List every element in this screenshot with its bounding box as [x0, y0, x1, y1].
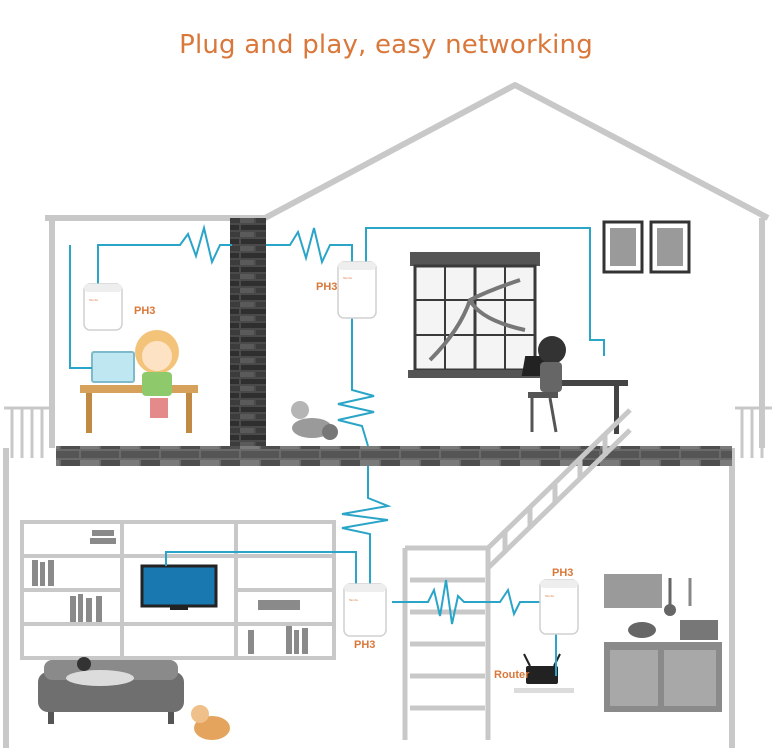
ph3-adapter-upper-left: Tenda — [83, 283, 123, 331]
svg-text:Tenda: Tenda — [544, 594, 554, 598]
staircase — [402, 408, 632, 740]
tv-illustration — [140, 564, 218, 610]
powerline-cables — [69, 224, 605, 676]
house-outline — [3, 82, 770, 748]
corgi-illustration — [191, 705, 230, 740]
cable-upper-right — [365, 227, 605, 356]
cable-upper-middle — [266, 227, 353, 266]
ph3-adapter-lower-right: Tenda — [539, 579, 579, 635]
woman-at-desk-illustration — [521, 336, 628, 434]
label-ph3-upper-left: PH3 — [134, 305, 155, 317]
brick-column — [230, 218, 266, 448]
ph3-adapter-lower-left: Tenda — [343, 583, 387, 637]
cable-girl-monitor — [69, 245, 92, 369]
kitchen-illustration — [604, 574, 722, 712]
label-router: Router — [494, 669, 530, 681]
picture-frames — [602, 220, 691, 274]
label-ph3-lower-left: PH3 — [354, 639, 375, 651]
svg-text:Tenda: Tenda — [88, 298, 98, 302]
balcony-left — [4, 406, 52, 458]
ph3-adapter-upper-middle: Tenda — [337, 261, 377, 319]
dog-illustration — [291, 401, 338, 440]
page-title: Plug and play, easy networking — [179, 30, 593, 60]
bookshelf — [20, 520, 336, 660]
cable-upper-vertical — [337, 318, 375, 447]
cable-lower-horizontal — [392, 579, 540, 625]
cable-tv — [165, 551, 357, 588]
balcony-right — [735, 406, 772, 458]
sofa-illustration — [38, 657, 184, 724]
books — [32, 530, 308, 654]
girl-at-desk-illustration — [80, 330, 198, 433]
window — [408, 252, 542, 378]
label-ph3-upper-middle: PH3 — [316, 281, 337, 293]
svg-text:Tenda: Tenda — [342, 276, 352, 280]
floor-slab — [56, 446, 732, 466]
cable-floor-vertical — [341, 466, 392, 588]
svg-text:Tenda: Tenda — [348, 598, 358, 602]
cable-upper-left — [97, 224, 232, 285]
label-ph3-lower-right: PH3 — [552, 567, 573, 579]
